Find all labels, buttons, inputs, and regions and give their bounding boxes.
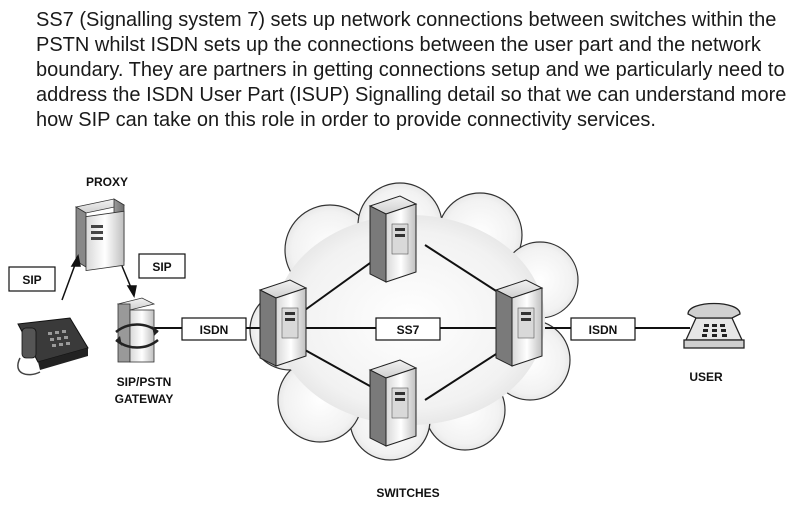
isdn-label-right: ISDN [570,317,636,341]
svg-text:SIP: SIP [152,260,171,274]
switches-label: SWITCHES [376,486,439,500]
sip-label-right: SIP [138,253,186,279]
svg-text:SIP: SIP [22,273,41,287]
gateway-icon [115,297,159,363]
switch-left-icon [258,279,308,367]
switch-top-icon [368,195,418,283]
sip-arrows [61,253,137,301]
svg-text:ISDN: ISDN [589,323,618,337]
gateway-label-line2: GATEWAY [115,392,174,406]
sip-label-left: SIP [8,266,56,292]
proxy-server-icon [74,198,126,272]
ss7-label: SS7 [375,317,441,341]
gateway-label-line1: SIP/PSTN [117,375,172,389]
svg-text:SS7: SS7 [397,323,420,337]
user-label: USER [689,370,723,384]
telephone-icon [683,302,745,349]
switch-right-icon [494,279,544,367]
switch-bottom-icon [368,359,418,447]
ip-phone-icon [17,317,89,376]
intro-paragraph: SS7 (Signalling system 7) sets up networ… [36,9,787,131]
svg-text:ISDN: ISDN [200,323,229,337]
proxy-label: PROXY [86,175,128,189]
isdn-label-left: ISDN [181,317,247,341]
